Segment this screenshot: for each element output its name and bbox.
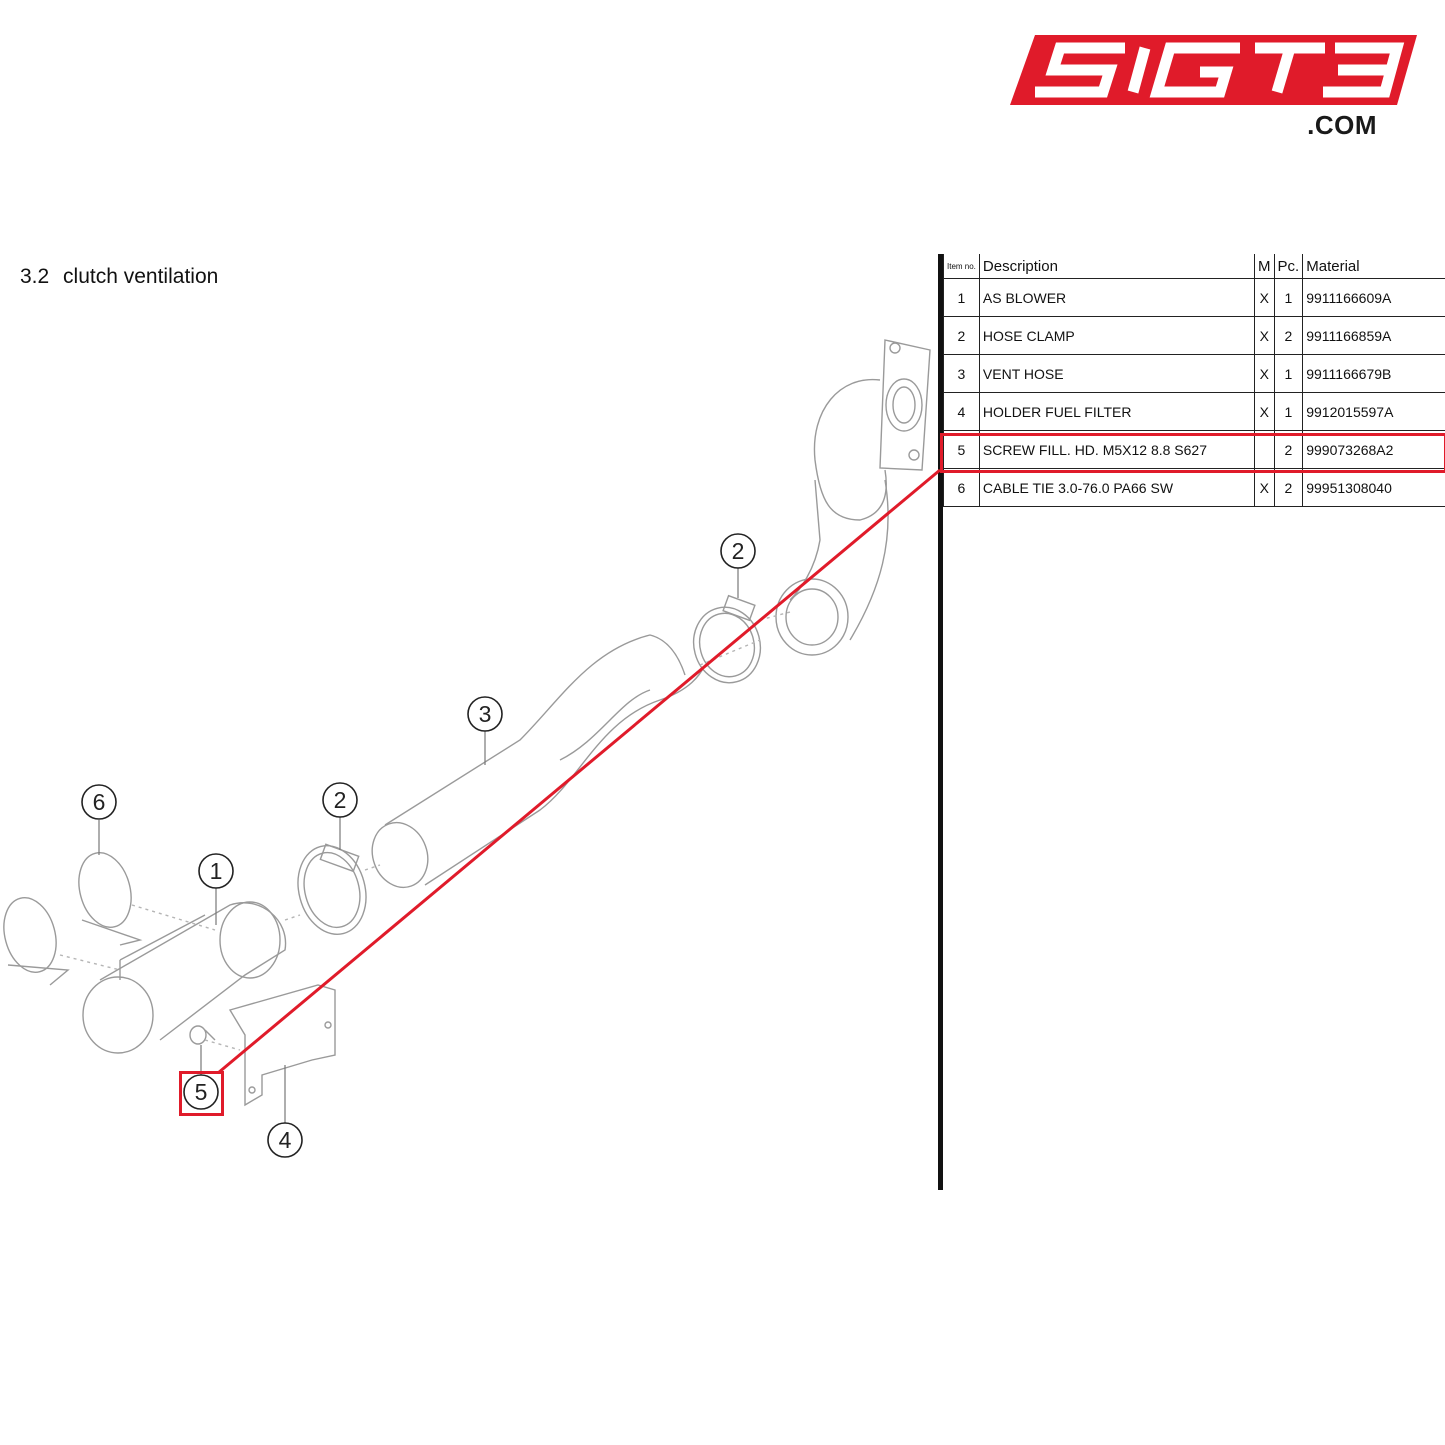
row-material: 9912015597A — [1302, 392, 1445, 431]
row-item: 6 — [943, 468, 980, 507]
hose-clamp-lower-drawing — [297, 843, 367, 935]
row-m: X — [1254, 392, 1275, 431]
callout-2-upper: 2 — [732, 538, 745, 564]
row-description: CABLE TIE 3.0-76.0 PA66 SW — [978, 468, 1255, 507]
table-header-row: Item no. Description M Pc. Material — [943, 254, 1445, 279]
row-m: X — [1254, 278, 1275, 317]
row-m: X — [1254, 316, 1275, 355]
header-description: Description — [978, 254, 1255, 279]
header-item: Item no. — [943, 254, 980, 279]
callout-3: 3 — [479, 701, 492, 727]
brand-logo: .COM — [1005, 30, 1417, 150]
row-material: 999073268A2 — [1302, 430, 1445, 469]
row-m: X — [1254, 468, 1275, 507]
parts-diagram: 6 1 2 3 2 4 5 — [3, 339, 931, 1158]
callout-6: 6 — [93, 789, 106, 815]
table-row[interactable]: 6 CABLE TIE 3.0-76.0 PA66 SW X 2 9995130… — [943, 468, 1445, 507]
callout-circle-4 — [267, 1122, 303, 1158]
header-pc: Pc. — [1273, 254, 1303, 279]
row-item: 3 — [943, 354, 980, 393]
row-material: 9911166679B — [1302, 354, 1445, 393]
row-item: 2 — [943, 316, 980, 355]
screw-drawing — [189, 1025, 216, 1045]
parts-table: Item no. Description M Pc. Material 1 AS… — [943, 254, 1445, 507]
blower-adapter-drawing — [82, 901, 287, 1054]
section-number: 3.2 — [20, 265, 50, 288]
row-item: 4 — [943, 392, 980, 431]
table-row[interactable]: 2 HOSE CLAMP X 2 9911166859A — [943, 316, 1445, 355]
row-pc: 2 — [1273, 316, 1303, 355]
row-material: 9911166859A — [1302, 316, 1445, 355]
holder-fuel-filter-drawing — [228, 984, 336, 1107]
table-row[interactable]: 3 VENT HOSE X 1 9911166679B — [943, 354, 1445, 393]
highlight-row-box — [940, 433, 1445, 473]
brand-logo-mark — [1010, 35, 1417, 105]
brand-domain: .COM — [1307, 110, 1377, 140]
row-m: X — [1254, 354, 1275, 393]
highlight-callout-box — [179, 1071, 224, 1116]
table-row[interactable]: 4 HOLDER FUEL FILTER X 1 9912015597A — [943, 392, 1445, 431]
callout-5: 5 — [195, 1079, 208, 1105]
callout-4: 4 — [279, 1127, 292, 1153]
row-item: 1 — [943, 278, 980, 317]
row-description: AS BLOWER — [978, 278, 1255, 317]
row-material: 99951308040 — [1302, 468, 1445, 507]
table-row[interactable]: 1 AS BLOWER X 1 9911166609A — [943, 278, 1445, 317]
callout-circle-6 — [81, 784, 117, 820]
vent-hose-drawing — [371, 634, 706, 889]
row-description: SCREW FILL. HD. M5X12 8.8 S627 — [978, 430, 1255, 469]
row-description: HOSE CLAMP — [978, 316, 1255, 355]
row-pc: 1 — [1273, 392, 1303, 431]
row-description: HOLDER FUEL FILTER — [978, 392, 1255, 431]
header-material: Material — [1302, 254, 1445, 279]
row-description: VENT HOSE — [978, 354, 1255, 393]
cable-tie-drawing — [3, 852, 143, 986]
callout-circle-5 — [183, 1074, 219, 1110]
blower-housing-drawing — [775, 339, 931, 656]
row-item: 5 — [943, 430, 980, 469]
callout-2-lower: 2 — [334, 787, 347, 813]
header-m: M — [1254, 254, 1275, 279]
row-pc: 2 — [1273, 430, 1303, 469]
row-pc: 1 — [1273, 354, 1303, 393]
callout-1: 1 — [210, 858, 223, 884]
page-title: 3.2 clutch ventilation — [20, 265, 226, 289]
row-pc: 2 — [1273, 468, 1303, 507]
row-pc: 1 — [1273, 278, 1303, 317]
row-material: 9911166609A — [1302, 278, 1445, 317]
table-row-highlighted[interactable]: 5 SCREW FILL. HD. M5X12 8.8 S627 2 99907… — [943, 430, 1445, 469]
section-title-text: clutch ventilation — [63, 265, 219, 288]
row-m — [1254, 430, 1275, 469]
